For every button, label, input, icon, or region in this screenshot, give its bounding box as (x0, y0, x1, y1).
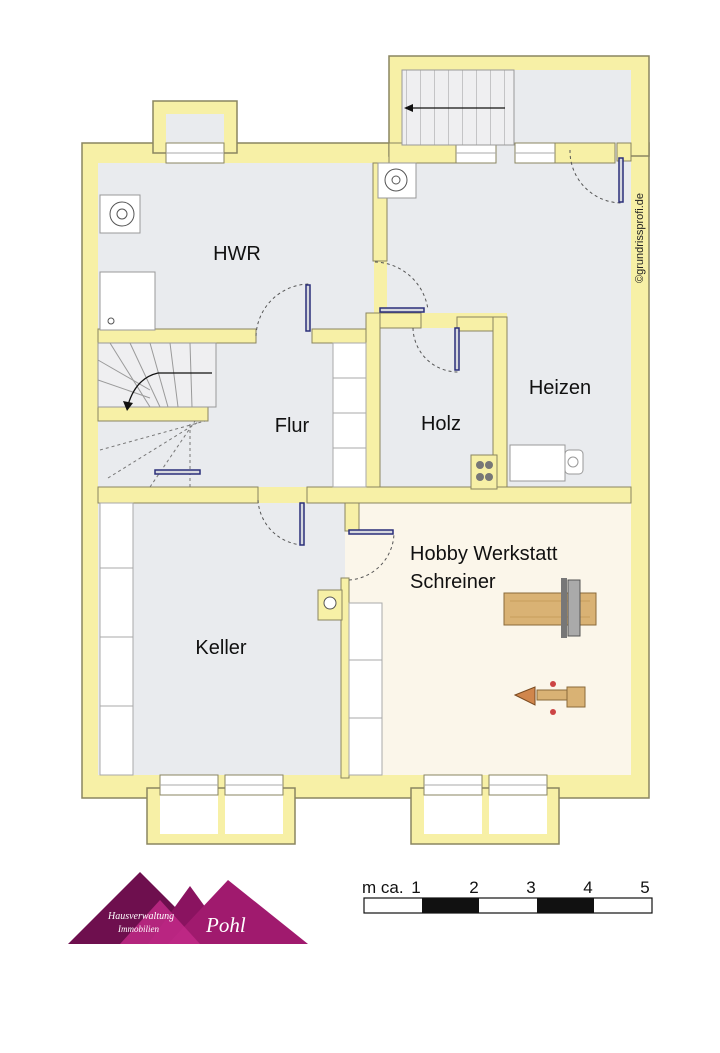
copyright-watermark: ©grundrissprofi.de (634, 193, 646, 283)
room-label-schreiner: Schreiner (410, 571, 496, 593)
room-label-hwr: HWR (213, 243, 261, 265)
scale-tick-5: 5 (640, 878, 649, 897)
scale-prefix: m ca. (362, 878, 404, 897)
room-label-heizen: Heizen (529, 377, 591, 399)
shelving (99, 342, 383, 776)
workbench-icon (503, 578, 597, 638)
shower-icon (99, 271, 156, 331)
stairs-flur (97, 342, 217, 488)
drain-icon (317, 589, 343, 621)
room-floors (98, 70, 631, 834)
scale-tick-3: 3 (526, 878, 535, 897)
scale-tick-4: 4 (583, 878, 592, 897)
room-label-hobby: Hobby Werkstatt (410, 543, 558, 565)
logo-line1: Hausverwaltung (107, 911, 174, 922)
company-logo: Hausverwaltung Immobilien Pohl (68, 872, 308, 944)
scale-bar: m ca. 1 2 3 4 5 (362, 878, 653, 914)
boiler-icon (476, 444, 584, 482)
logo-line2: Immobilien (117, 924, 159, 934)
interior-walls (97, 142, 632, 779)
washing-machine-icon (99, 194, 141, 234)
windows (159, 142, 556, 796)
scale-tick-2: 2 (469, 878, 478, 897)
logo-name: Pohl (205, 913, 246, 937)
room-label-flur: Flur (275, 415, 310, 437)
room-label-holz: Holz (421, 413, 461, 435)
room-label-keller: Keller (195, 637, 246, 659)
scale-tick-1: 1 (411, 878, 420, 897)
door-swings (255, 149, 623, 581)
machine-icon (513, 681, 586, 715)
stairs-top-annex (401, 69, 515, 146)
door-leaves (154, 157, 624, 546)
dryer-icon (377, 162, 417, 199)
